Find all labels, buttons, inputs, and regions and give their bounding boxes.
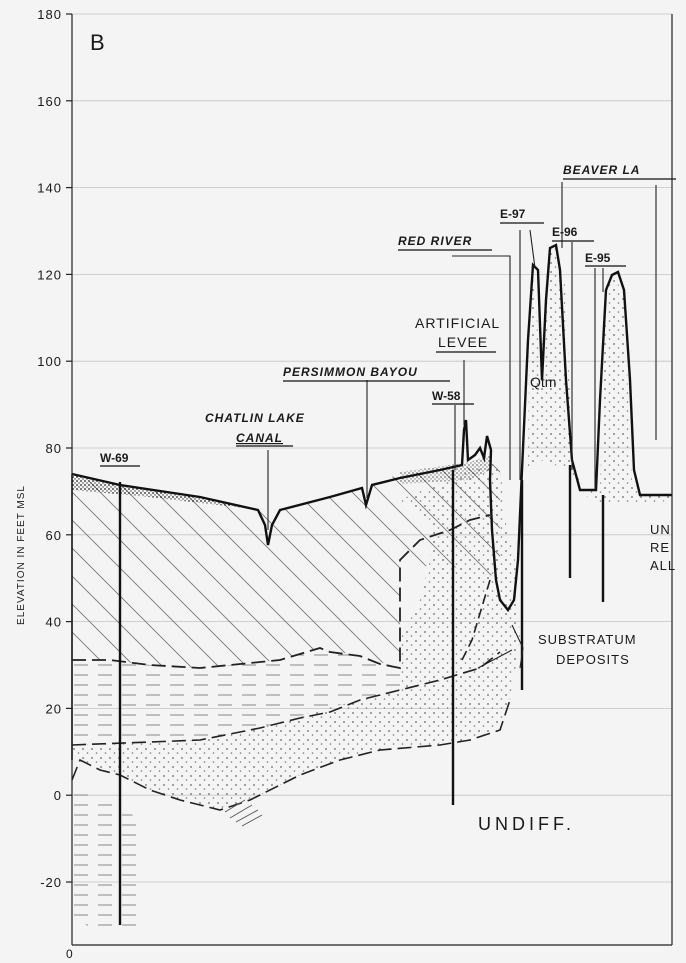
unit-label-cut-1: UN [650, 522, 671, 537]
well-label-e96: E-96 [552, 225, 578, 239]
feature-label-artificial: ARTIFICIAL [415, 315, 500, 331]
terrace-dotted-zone [528, 245, 672, 505]
y-tick-label: 80 [46, 441, 62, 456]
feature-label-persimmon-bayou: PERSIMMON BAYOU [283, 365, 418, 379]
feature-label-red-river: RED RIVER [398, 234, 472, 248]
unit-label-substratum: SUBSTRATUM [538, 632, 637, 647]
lower-dashed-layer [72, 790, 140, 930]
y-axis-label: ELEVATION IN FEET MSL [16, 485, 27, 625]
well-label-e95: E-95 [585, 251, 611, 265]
y-tick-label: 100 [37, 354, 62, 369]
feature-label-canal: CANAL [236, 431, 283, 445]
well-label-e97: E-97 [500, 207, 526, 221]
y-tick-label: 160 [37, 94, 62, 109]
unit-label-undiff: UNDIFF. [478, 814, 575, 834]
unit-label-qtm: Qtm [530, 374, 556, 390]
feature-label-beaver-lake: BEAVER LA [563, 163, 640, 177]
sand-base-line [71, 699, 511, 811]
y-tick-label: 140 [37, 181, 62, 196]
well-label-w58: W-58 [432, 389, 461, 403]
boring-lines [118, 465, 605, 925]
well-label-w69: W-69 [100, 451, 129, 465]
y-tick-label: -20 [40, 875, 62, 890]
unit-label-cut-2: RE [650, 540, 670, 555]
hatch-marks [224, 799, 263, 827]
unit-label-deposits: DEPOSITS [556, 652, 630, 667]
y-axis-ticks: 180 160 140 120 100 80 60 40 20 0 -20 -40 [37, 7, 72, 963]
clay-base-line [72, 514, 491, 670]
y-tick-label: 0 [54, 788, 62, 803]
panel-letter: B [90, 30, 105, 55]
y-tick-label: 20 [46, 701, 62, 716]
unit-label-cut-3: ALL [650, 558, 676, 573]
silty-clay-layer [72, 648, 400, 745]
leader-lines [267, 182, 657, 669]
y-tick-label: 180 [37, 7, 62, 22]
y-tick-label: 60 [46, 528, 62, 543]
y-tick-label: -40 [40, 962, 62, 963]
feature-label-chatlin-lake: CHATLIN LAKE [205, 411, 305, 425]
clay-hatch-region [72, 463, 500, 668]
ground-surface-line [71, 243, 672, 613]
y-tick-label: 40 [46, 615, 62, 630]
sand-zone [72, 462, 520, 810]
y-tick-label: 120 [37, 267, 62, 282]
x-axis-origin-label: 0 [66, 947, 73, 961]
feature-label-levee: LEVEE [438, 334, 488, 350]
